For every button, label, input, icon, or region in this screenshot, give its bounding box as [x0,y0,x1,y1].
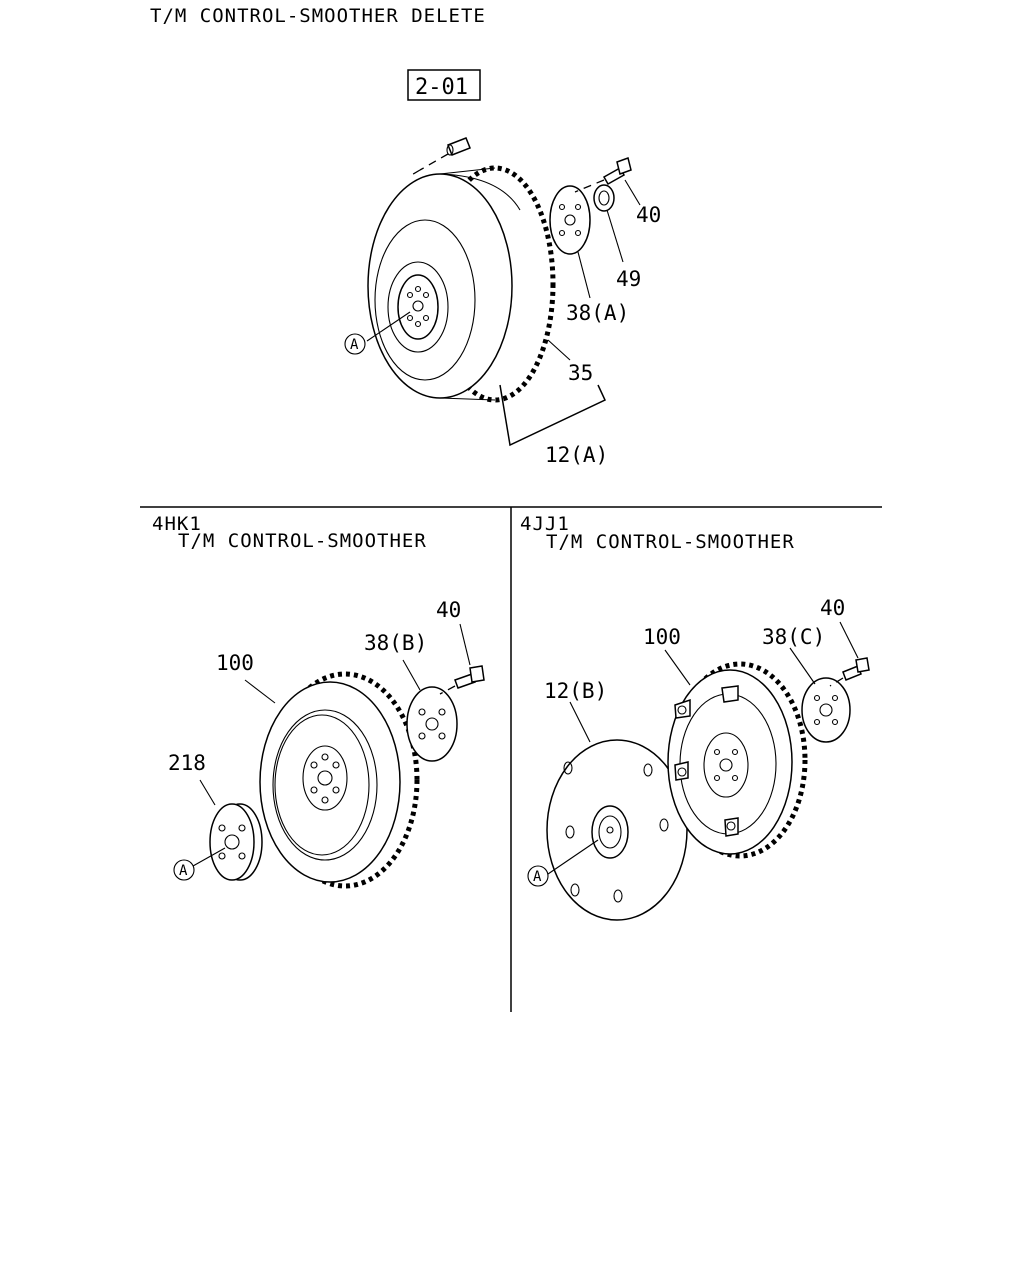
flywheel-assembly-top[interactable] [367,165,556,403]
label-100-right: 100 [643,625,681,649]
bolt-40-top[interactable] [574,157,632,193]
ref-box[interactable] [407,69,481,101]
adapter-218[interactable] [209,803,263,881]
marker-a-top [344,333,366,355]
label-100-left: 100 [216,651,254,675]
label-218: 218 [168,751,206,775]
label-49: 49 [616,267,641,291]
marker-a-right-label: A [533,869,542,885]
label-38a: 38(A) [566,301,629,325]
flywheel-100-left[interactable] [259,671,420,889]
plate-38c[interactable] [801,677,851,743]
label-35: 35 [568,361,593,385]
bolt-40-left[interactable] [439,665,485,695]
marker-a-left [173,859,195,881]
label-12a: 12(A) [545,443,608,467]
ref-box-label: 2-01 [415,75,468,100]
flywheel-100-right[interactable] [667,661,808,859]
right-engine-code: 4JJ1 [520,513,570,535]
right-section: 4JJ1 T/M CONTROL-SMOOTHER [520,513,870,921]
label-12b: 12(B) [544,679,607,703]
label-40-right: 40 [820,596,845,620]
left-section-title: T/M CONTROL-SMOOTHER [178,530,427,552]
top-section-title: T/M CONTROL-SMOOTHER DELETE [150,5,486,27]
bearing-49[interactable] [593,184,615,212]
dowel-pin [409,137,471,177]
top-section: T/M CONTROL-SMOOTHER DELETE 2-01 [150,5,661,467]
drive-plate-12b[interactable] [546,739,688,921]
label-38b: 38(B) [364,631,427,655]
left-section: 4HK1 T/M CONTROL-SMOOTHER [152,513,485,889]
left-engine-code: 4HK1 [152,513,202,535]
plate-38b[interactable] [406,686,458,762]
label-40-top: 40 [636,203,661,227]
label-38c: 38(C) [762,625,825,649]
marker-a-top-label: A [350,337,359,353]
right-section-title: T/M CONTROL-SMOOTHER [546,531,795,553]
marker-a-left-label: A [179,863,188,879]
plate-38a[interactable] [549,185,591,255]
bolt-40-right[interactable] [829,657,870,687]
label-40-left: 40 [436,598,461,622]
marker-a-right [527,865,549,887]
